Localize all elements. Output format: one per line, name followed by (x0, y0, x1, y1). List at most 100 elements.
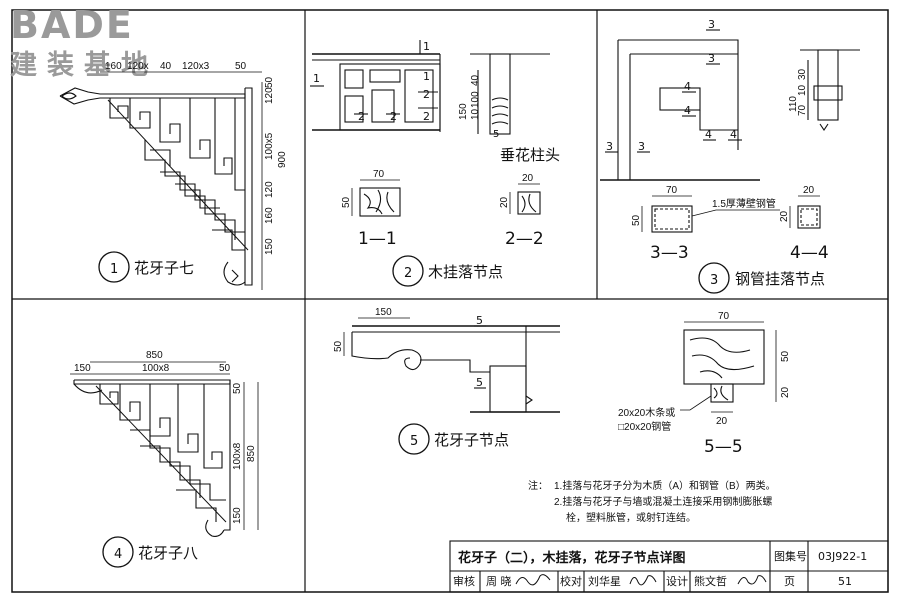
dim-right-100x5: 100x5 (264, 132, 275, 160)
mark-5b: 5 (476, 376, 483, 389)
hanging-post-head-label: 垂花柱头 (500, 146, 560, 164)
sec-4-4-height: 20 (779, 210, 790, 222)
dim-steel-70: 70 (797, 104, 808, 116)
sec-1-1-label: 1—1 (358, 229, 397, 249)
sec-5-5-width: 70 (718, 311, 730, 322)
bracket-drawing (73, 379, 231, 537)
dim-right-900: 900 (277, 151, 288, 168)
dim-right-160: 160 (264, 207, 275, 224)
panel-5-bracket-node: 150 50 5 5 70 50 20 20 20x20木条或 □20x20钢管… (333, 307, 791, 457)
panel-1-bracket-seven: 120x3 50 160 120x 40 120 50 100x5 900 12… (59, 61, 288, 290)
sec-1-1-width: 70 (373, 169, 385, 180)
mark-3a: 3 (708, 18, 715, 31)
bade-logo: BADE 建装基地 (10, 3, 158, 81)
dim-head-150: 150 (458, 103, 469, 120)
checker-signature (629, 575, 657, 586)
dim-right-100x8: 100x8 (232, 442, 243, 470)
detail-number: 5 (410, 434, 418, 449)
mark-3c: 3 (606, 140, 613, 153)
detail-number-circle (398, 423, 430, 455)
notes-head: 注： (528, 479, 548, 492)
dim-steel-110: 110 (788, 96, 799, 112)
note-2: 2.挂落与花牙子与墙或混凝土连接采用钢制膨胀螺 (554, 495, 772, 508)
sec-5-5-height-20: 20 (780, 386, 791, 398)
panel-2-wood-hanging: 1 1 1 2 2 2 2 40 100 10 150 5 垂花柱头 70 50… (310, 40, 560, 287)
dim-100x8: 100x8 (142, 363, 170, 374)
sec-5-5-bottom-width: 20 (716, 416, 728, 427)
detail-number: 1 (110, 262, 118, 277)
detail-number-circle (102, 536, 134, 568)
dim-850: 850 (146, 350, 163, 361)
sec-1-1-height: 50 (341, 196, 352, 208)
detail-number-circle (392, 255, 424, 287)
dim-top-160: 160 (105, 61, 122, 72)
sec-5-5-note-1: 20x20木条或 (618, 406, 675, 419)
mark-3b: 3 (708, 52, 715, 65)
title-block: 花牙子（二），木挂落，花牙子节点详图 图集号 03J922-1 审核 周 晓 校… (449, 540, 889, 593)
bracket-node-elevation (343, 317, 560, 413)
page-number: 51 (838, 575, 852, 588)
check-label: 校对 (560, 574, 582, 588)
panel-2-caption: 木挂落节点 (428, 263, 503, 281)
designer-name: 熊文哲 (694, 574, 727, 588)
reviewer-name: 周 晓 (486, 575, 512, 588)
note-3: 栓，塑料胀管，或射钉连结。 (566, 511, 696, 524)
mark-1b: 1 (423, 70, 430, 83)
dim-steel-30: 30 (797, 68, 808, 80)
mark-1c: 1 (313, 72, 320, 85)
panel-4-dimensions (70, 361, 259, 530)
panel-1-right-dims: 120 50 100x5 900 120 160 150 (264, 76, 288, 255)
steel-elevation (600, 29, 760, 181)
panel-4-caption: 花牙子八 (138, 544, 198, 562)
detail-number: 3 (710, 273, 718, 288)
dim-150: 150 (375, 307, 392, 318)
dim-top-50: 50 (235, 61, 247, 72)
sec-4-4-label: 4—4 (790, 243, 829, 263)
checker-name: 刘华星 (588, 574, 621, 588)
detail-number-circle (98, 251, 130, 283)
dim-right-50: 50 (232, 382, 243, 394)
atlas-no: 03J922-1 (818, 550, 867, 563)
dim-top-120x3: 120x3 (182, 61, 210, 72)
hanging-post-head (470, 53, 550, 135)
dim-right-50: 50 (264, 76, 275, 88)
panel-1-dimensions (100, 71, 263, 290)
dim-right-120b: 120 (264, 181, 275, 198)
panel-3-caption: 钢管挂落节点 (735, 270, 825, 288)
dim-head-40: 40 (470, 74, 481, 86)
mark-2b: 2 (423, 110, 430, 123)
mark-1a: 1 (423, 40, 430, 53)
sec-3-3-label: 3—3 (650, 243, 689, 263)
steel-post-head (800, 49, 860, 131)
dim-steel-10: 10 (797, 84, 808, 96)
sec-5-5-height-50: 50 (780, 350, 791, 362)
dim-right-150: 150 (232, 507, 243, 524)
detail-number-circle (698, 262, 730, 294)
drawing-title: 花牙子（二），木挂落，花牙子节点详图 (458, 550, 686, 566)
sec-2-2-height: 20 (499, 196, 510, 208)
mark-3d: 3 (638, 140, 645, 153)
reviewer-signature (515, 574, 551, 586)
section-2-2 (509, 183, 541, 215)
mark-4c: 4 (705, 128, 712, 141)
page-label: 页 (784, 575, 795, 588)
section-5-5 (680, 321, 777, 413)
bracket-drawing (59, 87, 253, 286)
sec-3-3-height: 50 (631, 214, 642, 226)
dim-50: 50 (333, 340, 344, 352)
panel-5-caption: 花牙子节点 (434, 431, 509, 449)
dim-head-100: 100 (470, 91, 481, 108)
note-1: 1.挂落与花牙子分为木质（A）和钢管（B）两类。 (554, 479, 776, 492)
general-notes: 注： 1.挂落与花牙子分为木质（A）和钢管（B）两类。 2.挂落与花牙子与墙或混… (528, 479, 776, 524)
dim-right-150: 150 (264, 238, 275, 255)
mark-2c: 2 (390, 110, 397, 123)
designer-signature (737, 575, 767, 585)
logo-chinese: 建装基地 (10, 50, 158, 81)
dim-50: 50 (219, 363, 231, 374)
mark-4b: 4 (684, 104, 691, 117)
dim-top-40: 40 (160, 61, 172, 72)
sec-5-5-note-2: □20x20钢管 (618, 420, 671, 433)
section-3-3 (641, 195, 780, 233)
review-label: 审核 (453, 574, 475, 588)
